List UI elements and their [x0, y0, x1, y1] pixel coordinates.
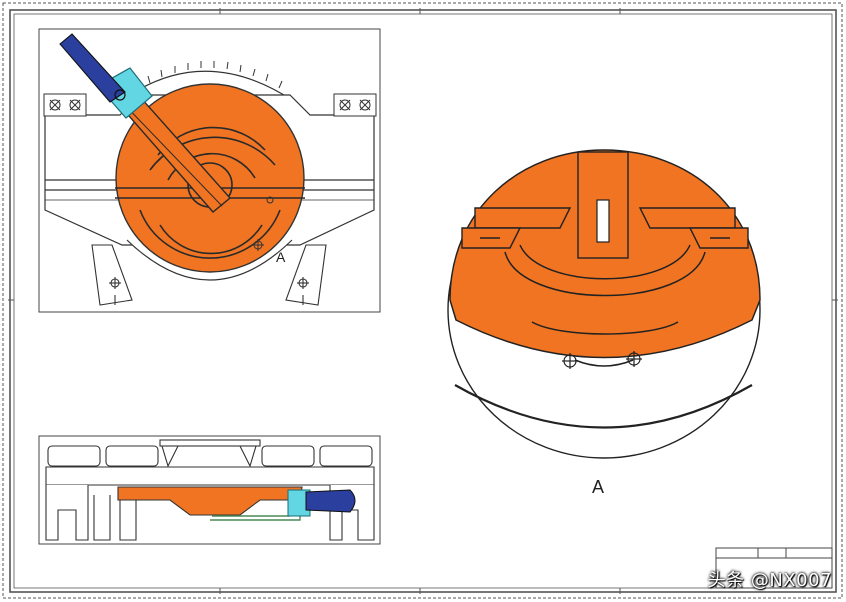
detail-view-label: A — [592, 477, 604, 497]
top-view: A — [38, 28, 381, 313]
detail-grooves — [480, 237, 730, 367]
front-blue-handle — [305, 489, 356, 513]
detail-view-a: A — [447, 149, 761, 497]
protractor-scale — [137, 61, 293, 101]
watermark: 头条 @NX007 — [707, 570, 832, 591]
front-view — [38, 435, 381, 545]
leg-right — [285, 244, 327, 306]
handle-pivot — [114, 89, 126, 101]
blue-handle — [59, 33, 126, 103]
section-marker-a: A — [276, 249, 286, 265]
title-block — [715, 547, 833, 589]
corner-bracket-right — [333, 93, 377, 117]
corner-bracket-left — [43, 93, 87, 117]
leg-left — [91, 244, 133, 306]
front-body — [45, 439, 375, 541]
detail-rim-line — [454, 384, 753, 429]
detail-center-slot — [596, 199, 610, 243]
detail-mount-holes — [562, 351, 642, 369]
zone-markers — [8, 8, 838, 594]
